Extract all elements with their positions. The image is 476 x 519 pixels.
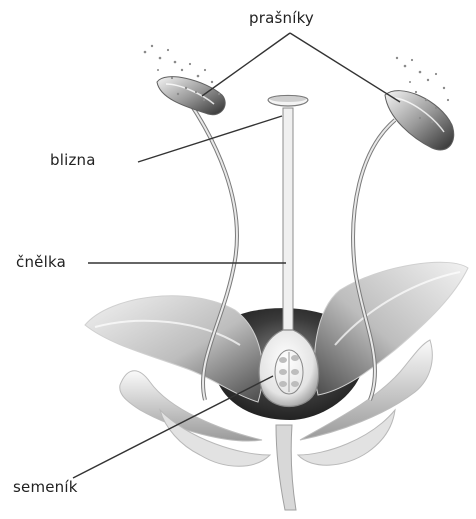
petal-right: [314, 262, 468, 395]
petal-left: [85, 296, 263, 402]
leader-anther-left: [202, 33, 290, 96]
anther-left: [157, 77, 225, 115]
pistil-style: [283, 108, 293, 338]
flower-stem: [276, 425, 296, 510]
label-style: čnělka: [16, 253, 66, 271]
label-ovary: semeník: [13, 478, 78, 496]
pistil-stigma: [268, 96, 308, 107]
label-stigma: blizna: [50, 151, 96, 169]
leader-stigma: [138, 116, 282, 162]
label-anthers: prašníky: [249, 9, 314, 27]
leader-anther-right: [290, 33, 400, 102]
